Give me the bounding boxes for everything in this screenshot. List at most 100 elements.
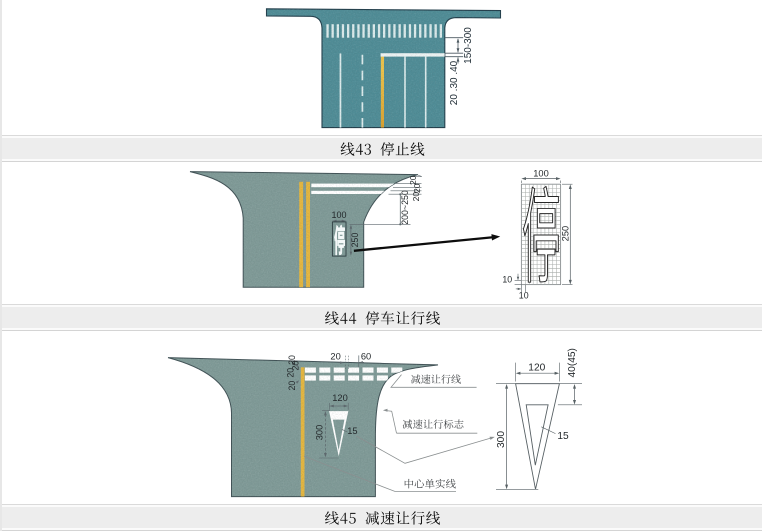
leader-line [384, 410, 397, 434]
arrowhead-icon [505, 384, 509, 389]
caption-fill [0, 138, 762, 159]
detail-triangle [515, 383, 560, 490]
cjk-glyph [412, 419, 423, 429]
cjk-glyph [426, 511, 441, 525]
dim-text: 15 [347, 426, 357, 436]
arrowhead-icon [324, 453, 327, 458]
dim-text: 20 [411, 192, 421, 202]
caption-text [325, 311, 440, 325]
detail-pointer-line [353, 235, 495, 252]
page-left-border [0, 0, 2, 531]
cjk-glyph [421, 374, 431, 384]
arrowhead-icon [568, 184, 572, 189]
detail-triangle-inner [525, 404, 549, 466]
road-markings [190, 171, 418, 288]
arrowhead-icon [349, 251, 353, 256]
dim-text: 60 [361, 351, 371, 361]
marking-outline-box [331, 221, 347, 257]
cjk-glyph [364, 143, 371, 155]
cjk-glyph [431, 374, 441, 384]
cjk-glyph [445, 478, 456, 489]
dim-text: 300 [496, 431, 507, 448]
dim-text: 20 [286, 368, 296, 378]
arrowhead-icon [329, 404, 334, 408]
caption-svg [340, 142, 425, 156]
caption-fill [0, 307, 762, 328]
cjk-glyph [426, 311, 440, 325]
cjk-glyph [365, 511, 380, 525]
detail-char-stop [522, 185, 559, 283]
dim-text: 250 [561, 226, 571, 242]
cjk-glyph [325, 311, 339, 325]
cjk-glyph [402, 419, 413, 429]
cjk-glyph [365, 311, 380, 325]
leader-line [390, 374, 477, 388]
cjk-glyph [355, 143, 364, 155]
arrowhead-icon [573, 384, 576, 389]
caption-bar-stop-yield-line [0, 304, 762, 331]
cjk-glyph [396, 311, 410, 324]
cjk-glyph [349, 512, 356, 524]
caption-svg [325, 311, 440, 325]
cjk-glyph [451, 374, 461, 384]
dim-line [341, 429, 348, 433]
arrowhead-icon [505, 484, 509, 490]
leader-line [303, 455, 456, 492]
cjk-glyph [380, 311, 395, 325]
road-texture [266, 8, 501, 128]
cjk-glyph [411, 511, 425, 525]
cjk-glyph [411, 311, 425, 325]
label-center-line [404, 478, 456, 489]
dim-text: 20 [408, 175, 418, 185]
arrowhead-icon [295, 380, 300, 384]
dim-text: 10 [502, 275, 512, 285]
cjk-glyph [325, 511, 339, 525]
cjk-glyph [396, 511, 410, 524]
dim-text: 100 [533, 168, 549, 178]
dim-text: 200~250 [400, 190, 410, 225]
dim-text: 20 [291, 361, 301, 371]
cjk-glyph [404, 478, 414, 489]
cjk-glyph [443, 419, 454, 429]
dim-text: 20 [412, 183, 422, 193]
cjk-glyph [340, 142, 355, 156]
label-yield-line [411, 374, 461, 384]
dim-text: 120 [528, 363, 545, 374]
arrowhead-icon [324, 411, 327, 416]
cjk-glyph [340, 312, 348, 324]
road-marking-char-stop [334, 224, 346, 256]
arrowhead-icon [521, 177, 526, 181]
arrowhead-icon [489, 436, 495, 440]
dim-line [417, 174, 422, 177]
dim-text: 10 [519, 291, 529, 301]
cjk-glyph [414, 478, 425, 488]
cjk-glyph [348, 312, 357, 324]
dim-text: 300 [314, 425, 324, 441]
caption-bar-slow-yield-line [0, 504, 762, 531]
cjk-glyph [395, 142, 410, 156]
arrowhead-icon [349, 224, 353, 229]
dim-text: 20 [287, 381, 297, 391]
dim-text: 20 .30 .40 [449, 60, 460, 105]
arrowhead-icon [491, 234, 501, 241]
road-texture [190, 171, 418, 288]
arrowhead-icon [295, 364, 300, 368]
caption-fill [0, 507, 762, 528]
arrowhead-icon [456, 38, 460, 43]
caption-svg [325, 511, 441, 525]
label-yield-marking [402, 419, 464, 429]
arrowhead-icon [556, 177, 561, 181]
arrowhead-icon [516, 276, 520, 281]
arrowhead-icon [382, 408, 388, 412]
arrowhead-icon [554, 371, 560, 375]
dim-text: 150-300 [463, 27, 474, 64]
arrowhead-icon [568, 279, 572, 285]
